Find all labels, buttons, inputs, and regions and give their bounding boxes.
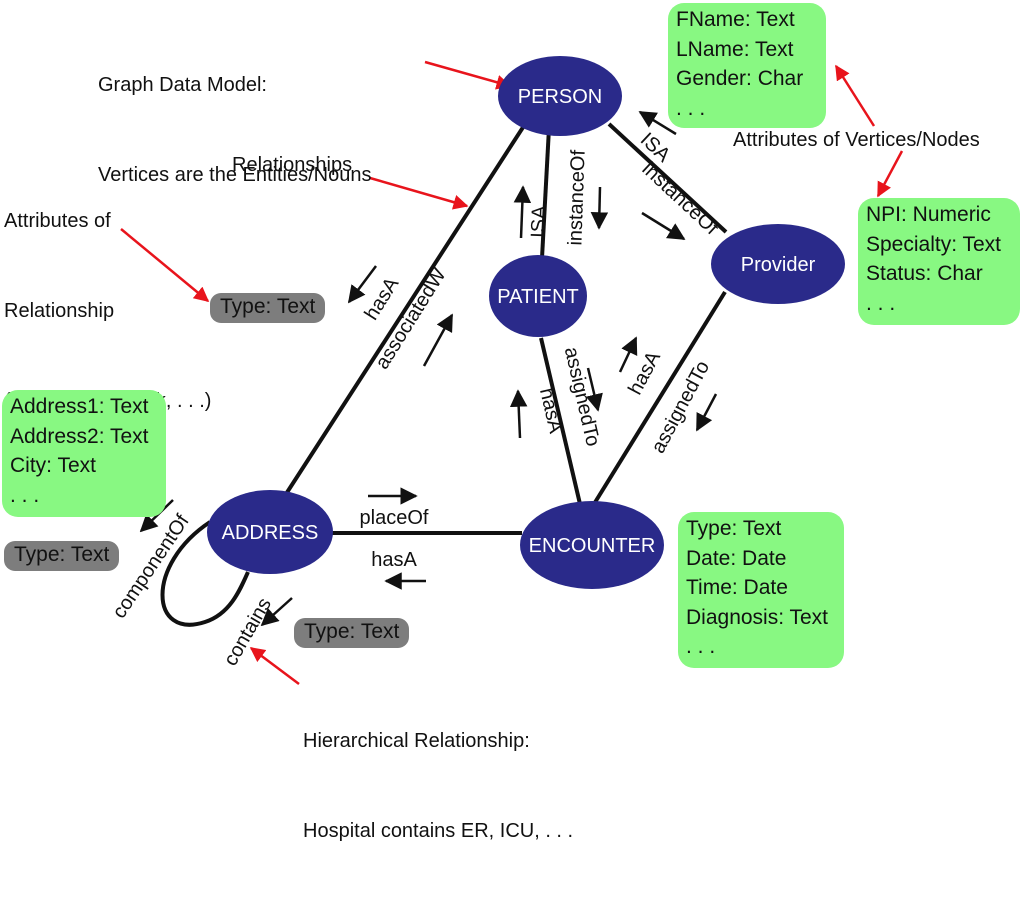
contains-type-tag: Type: Text xyxy=(294,618,410,648)
attribute-line: Status: Char xyxy=(866,262,983,285)
edge-provider-encounter xyxy=(592,290,727,506)
pointer-arrow xyxy=(120,228,210,302)
direction-arrow xyxy=(585,367,603,412)
edge-label: hasA xyxy=(371,549,417,571)
note-line: Graph Data Model: xyxy=(98,74,267,96)
edge-person-address xyxy=(284,116,531,496)
attribute-line: Address2: Text xyxy=(10,424,149,448)
associated-type-tag: Type: Text xyxy=(210,293,326,323)
edge-patient-encounter xyxy=(539,337,582,505)
note-line: Vertices are the Entities/Nouns xyxy=(98,164,372,186)
edge-person-patient xyxy=(540,127,551,259)
edge-label: hasA xyxy=(361,273,404,324)
attribute-line: . . . xyxy=(676,96,706,120)
diagram-canvas: PERSON PATIENT Provider ADDRESS ENCOUNTE… xyxy=(108,56,904,685)
pointer-arrow xyxy=(369,176,469,210)
node-person: PERSON xyxy=(498,56,622,136)
pointer-arrow xyxy=(424,60,512,90)
pointer-arrow xyxy=(834,64,876,127)
direction-arrow xyxy=(422,313,454,367)
direction-arrow xyxy=(260,597,293,627)
hierarchical-note: Hierarchical Relationship: Hospital cont… xyxy=(303,666,573,906)
component-type-tag: Type: Text xyxy=(4,541,120,571)
direction-arrows xyxy=(139,110,718,627)
encounter-attributes-box: Type: Text Date: Date Time: Date Diagnos… xyxy=(678,512,844,668)
edge-label: ISA xyxy=(527,205,550,239)
direction-arrow xyxy=(618,336,638,373)
direction-arrow xyxy=(638,110,677,136)
address-attributes-box: Address1: Text Address2: Text City: Text… xyxy=(2,390,166,517)
node-label: ENCOUNTER xyxy=(529,535,656,557)
attribute-line: NPI: Numeric xyxy=(866,203,991,226)
attribute-line: . . . xyxy=(686,635,716,658)
attribute-line: Specialty: Text xyxy=(866,232,1002,256)
person-attributes-box: FName: Text LName: Text Gender: Char . .… xyxy=(668,3,826,128)
node-encounter: ENCOUNTER xyxy=(520,501,664,589)
attribute-line: FName: Text xyxy=(676,8,795,31)
node-provider: Provider xyxy=(711,224,845,304)
graph-data-model-diagram: PERSON PATIENT Provider ADDRESS ENCOUNTE… xyxy=(2,3,1020,842)
direction-arrow xyxy=(347,265,377,304)
edge-label: instanceOf xyxy=(638,158,723,240)
edge-label: assignedTo xyxy=(560,345,604,449)
node-address: ADDRESS xyxy=(207,490,333,574)
attribute-line: Gender: Char xyxy=(676,67,804,90)
vertex-attributes-note: Attributes of Vertices/Nodes xyxy=(733,129,980,151)
edge-label: componentOf xyxy=(108,510,194,622)
edge-label: hasA xyxy=(535,386,567,436)
attribute-line: Type: Text xyxy=(686,517,782,540)
edge-person-provider xyxy=(607,122,728,234)
direction-arrow xyxy=(590,186,609,230)
direction-arrow xyxy=(509,389,528,439)
note-line: Hierarchical Relationship: xyxy=(303,730,530,752)
provider-attributes-box: NPI: Numeric Specialty: Text Status: Cha… xyxy=(858,198,1020,325)
pointer-arrows xyxy=(120,60,904,685)
attribute-line: City: Text xyxy=(10,454,96,477)
direction-arrow xyxy=(641,211,686,241)
node-label: PERSON xyxy=(518,86,602,108)
attribute-line: LName: Text xyxy=(676,37,794,61)
direction-arrow xyxy=(513,185,532,239)
attribute-line: Date: Date xyxy=(686,546,787,570)
node-label: ADDRESS xyxy=(222,522,319,544)
pointer-arrow xyxy=(249,647,300,685)
note-line: Relationship xyxy=(4,300,115,322)
edge-label: placeOf xyxy=(360,507,429,529)
attribute-line: Diagnosis: Text xyxy=(686,605,829,629)
direction-arrow xyxy=(139,499,174,533)
attribute-line: Time: Date xyxy=(686,576,788,599)
edge-label: hasA xyxy=(624,347,665,398)
node-label: Provider xyxy=(741,254,816,276)
attribute-line: . . . xyxy=(10,483,40,507)
node-patient: PATIENT xyxy=(489,255,587,337)
relationships-note: Relationships xyxy=(232,154,353,176)
note-line: Attributes of xyxy=(4,210,111,232)
node-label: PATIENT xyxy=(497,286,578,308)
edges xyxy=(160,116,728,627)
note-line: Hospital contains ER, ICU, . . . xyxy=(303,820,574,842)
graph-model-note: Graph Data Model: Vertices are the Entit… xyxy=(98,10,371,250)
direction-arrow xyxy=(695,393,718,432)
pointer-arrow xyxy=(876,150,904,198)
edge-address-self-loop xyxy=(160,520,250,627)
attribute-line: . . . xyxy=(866,291,896,315)
edge-label: instanceOf xyxy=(564,149,589,246)
attribute-line: Address1: Text xyxy=(10,395,149,418)
